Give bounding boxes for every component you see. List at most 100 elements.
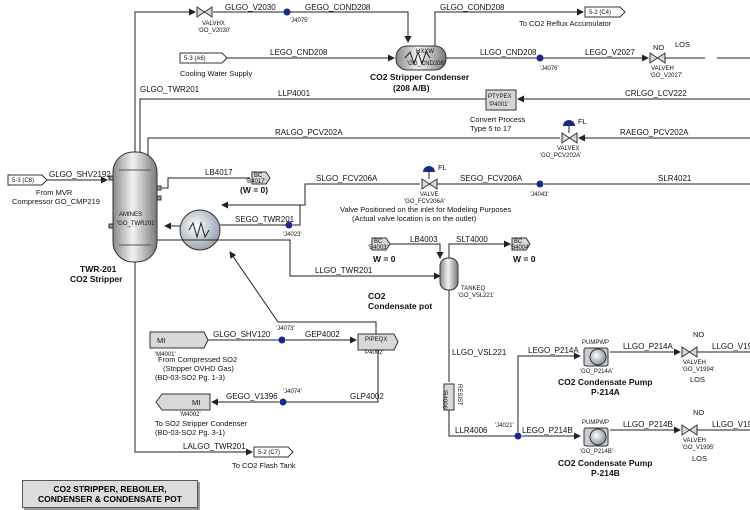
label-valve-note-1: Valve Positioned on the inlet for Modeli…	[340, 205, 511, 214]
reboiler[interactable]	[179, 209, 221, 251]
valve-v2027-no: NO	[653, 43, 664, 52]
stream-gego-cond208: GEGO_COND208	[305, 3, 371, 12]
node-j4023[interactable]	[285, 221, 293, 229]
label-twr-1: TWR-201	[80, 264, 117, 274]
valve-pcv202a[interactable]: FL VALVEX 'GO_PCV202A'	[540, 117, 587, 159]
label-w0-2: W = 0	[373, 254, 396, 264]
label-so2c-2: (BD-03-SO2 Pg. 3-1)	[155, 428, 226, 437]
valve-v1994[interactable]: NO VALVEH 'GO_V1994' LOS	[681, 330, 714, 384]
condenser-cnd208[interactable]: HXXW 'GO_CND208'	[395, 45, 447, 71]
valve-v2030[interactable]: VALVHX 'GO_V2030'	[196, 6, 230, 34]
stream-llp4001: LLP4001	[278, 89, 311, 98]
label-valve-note-2: (Actual valve location is on the outlet)	[352, 214, 477, 223]
node-j4074-label: 'J4074'	[283, 389, 302, 395]
stream-glgo-shv120: GLGO_SHV120	[213, 330, 271, 339]
pump-p214b[interactable]: PUMPWP 'GO_P214B'	[580, 420, 613, 455]
label-pot-1: CO2	[368, 291, 386, 301]
valve-v1995[interactable]: NO VALVEH 'GO_V1995' LOS	[681, 408, 714, 463]
line-slt4000	[448, 240, 511, 258]
valve-v2027-id: 'GO_V2027'	[650, 73, 682, 79]
node-j4043[interactable]	[536, 180, 544, 188]
connector-c8-label: 5-3 (C8)	[12, 178, 34, 184]
bc-b4004[interactable]: BC 'B4004'	[510, 237, 531, 251]
stream-slgo-fcv206a: SLGO_FCV206A	[316, 174, 378, 183]
connector-a6-label: 5-3 (A6)	[184, 56, 206, 62]
valve-v1994-los: LOS	[690, 375, 705, 384]
mi-m4002-id: 'M4002'	[180, 412, 201, 418]
pipeqx-type: PIPEQX	[365, 337, 387, 343]
valve-v1994-no: NO	[693, 330, 704, 339]
pump-p214a[interactable]: PUMPWP 'GO_P214A'	[580, 340, 613, 375]
node-j4076[interactable]	[536, 54, 544, 62]
stream-glp4002: GLP4002	[350, 392, 384, 401]
valve-fcv206a-fl: FL	[438, 163, 447, 172]
stream-sego-twr201: SEGO_TWR201	[235, 215, 295, 224]
tower-twr201[interactable]: AMINES 'GO_TWR201'	[108, 151, 162, 263]
stream-lb4003: LB4003	[410, 235, 438, 244]
node-j4074[interactable]	[279, 398, 287, 406]
label-reflux: To CO2 Reflux Accumulator	[519, 19, 612, 28]
stream-llr4006: LLR4006	[455, 426, 488, 435]
bc-b4003-type: BC	[374, 239, 383, 245]
tank-vsl221[interactable]: TANKEQ 'GO_VSL221'	[439, 257, 494, 299]
label-mvr-2: Compressor GO_CMP219	[12, 197, 100, 206]
connector-c7-label: 5-2 (C7)	[258, 450, 280, 456]
valve-v2027[interactable]: NO LOS VALVEH 'GO_V2027'	[649, 40, 690, 79]
stream-llgo-vsl221: LLGO_VSL221	[452, 348, 507, 357]
mi-m4002-type: MI	[192, 398, 200, 407]
title-line-2: CONDENSER & CONDENSATE POT	[38, 494, 182, 504]
bc-b4003-id: 'B4003'	[368, 245, 388, 251]
valve-fcv206a-id: 'GO_FCV206A'	[404, 199, 445, 205]
ptypex-p4001[interactable]: PTYPEX 'P4001'	[485, 89, 517, 111]
valve-v2030-id: 'GO_V2030'	[198, 28, 230, 34]
pump-a-id: 'GO_P214A'	[580, 369, 613, 375]
line-glgo-cond208	[434, 8, 584, 48]
mi-m4001[interactable]: MI 'M4001'	[149, 331, 209, 358]
node-j4076-label: 'J4076'	[540, 66, 559, 72]
line-lb4017	[162, 177, 250, 189]
label-pump-b-1: CO2 Condensate Pump	[558, 458, 652, 468]
node-j4075[interactable]	[283, 8, 291, 16]
line-lb4003	[390, 243, 444, 259]
bc-b4017[interactable]: BC 'B4017'	[246, 171, 271, 185]
bc-b4004-type: BC	[514, 239, 523, 245]
ptypex-type: PTYPEX	[488, 94, 512, 100]
line-llp4001	[136, 98, 508, 166]
bc-b4003[interactable]: BC 'B4003'	[368, 237, 391, 251]
stream-sego-fcv206a: SEGO_FCV206A	[460, 174, 523, 183]
stream-raego-pcv202a: RAEGO_PCV202A	[620, 128, 689, 137]
resist-type: RESIST	[456, 384, 462, 406]
pipeqx-p4002[interactable]: PIPEQX 'P4002'	[357, 333, 399, 356]
node-j4073[interactable]	[278, 336, 286, 344]
stream-llgo-twr201: LLGO_TWR201	[315, 266, 373, 275]
label-so2-3: (BD-03-SO2 Pg. 1-3)	[155, 373, 226, 382]
line-llgo-twr201	[157, 239, 441, 280]
line-lalgo-twr201	[134, 262, 253, 456]
stream-lego-cnd208: LEGO_CND208	[270, 48, 328, 57]
mi-m4002[interactable]: MI 'M4002'	[155, 393, 211, 418]
node-j4043-label: 'J4043'	[530, 192, 549, 198]
label-w0-1: (W = 0)	[240, 185, 268, 195]
valve-v1994-id: 'GO_V1994'	[682, 367, 714, 373]
pump-a-type: PUMPWP	[582, 340, 609, 346]
resist-id: 'R4006'	[441, 390, 447, 410]
label-pump-a-2: P-214A	[591, 387, 620, 397]
node-j4075-label: 'J4075'	[290, 18, 309, 24]
line-glp4002	[286, 350, 379, 403]
node-j4021[interactable]	[514, 432, 522, 440]
valve-pcv202a-type: VALVEX	[557, 146, 579, 152]
label-pump-b-2: P-214B	[591, 468, 620, 478]
connector-c4[interactable]: 5-2 (C4)	[584, 6, 626, 18]
label-w0-3: W = 0	[513, 254, 536, 264]
stream-lalgo-twr201: LALGO_TWR201	[183, 442, 246, 451]
node-j4021-label: 'J4021'	[495, 423, 514, 429]
valve-fcv206a[interactable]: FL VALVE 'GO_FCV206A'	[404, 163, 447, 205]
connector-a6[interactable]: 5-3 (A6)	[179, 52, 228, 64]
resist-r4006[interactable]: 'R4006' RESIST	[441, 383, 462, 411]
label-convert-2: Type 5 to 17	[470, 124, 511, 133]
line-llr4006	[448, 410, 515, 437]
connector-c7[interactable]: 5-2 (C7)	[253, 446, 294, 458]
connector-c8[interactable]: 5-3 (C8)	[7, 174, 48, 186]
tank-type: TANKEQ	[461, 286, 486, 292]
stream-glgo-twr201-label: GLGO_TWR201	[140, 85, 200, 94]
